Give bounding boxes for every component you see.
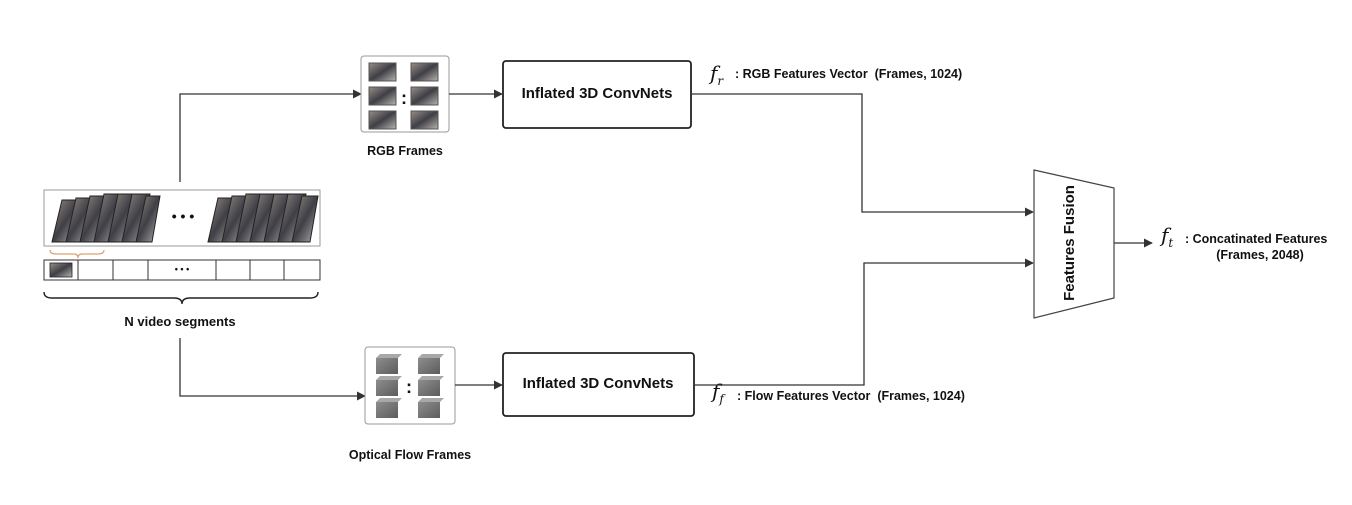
output-feature-text: : Concatinated Features (1185, 232, 1327, 246)
rgb-frame-thumbnail (368, 62, 397, 82)
flow-frames-label: Optical Flow Frames (349, 448, 471, 462)
features-fusion-block: Features Fusion (1033, 169, 1115, 319)
flow-cube (376, 398, 402, 418)
rgb-frame-thumbnail (410, 86, 439, 106)
flow-network-to-fusion-arrow (694, 258, 1034, 386)
rgb-frame-thumbnail (410, 110, 439, 130)
rgb-vertical-ellipsis: : (401, 88, 407, 108)
flow-frames-box: : (364, 346, 456, 425)
flow-feature-text: : Flow Features Vector (Frames, 1024) (737, 389, 965, 403)
svg-text:ff: ff (710, 379, 726, 406)
rgb-feature-text: : RGB Features Vector (Frames, 1024) (735, 67, 962, 81)
output-feature-shape: (Frames, 2048) (1216, 248, 1304, 262)
video-frames-right (207, 193, 319, 243)
flow-cube (418, 398, 444, 418)
flow-cube (376, 376, 402, 396)
flow-feature-label: ff : Flow Features Vector (Frames, 1024) (710, 379, 965, 406)
flow-vertical-ellipsis: : (406, 377, 412, 397)
frames-ellipsis: • • • (172, 208, 195, 224)
rgb-feature-label: fr : RGB Features Vector (Frames, 1024) (708, 61, 962, 88)
flow-network-label: Inflated 3D ConvNets (523, 375, 674, 392)
segments-to-rgb-arrow (179, 89, 362, 182)
segments-caption: N video segments (124, 314, 235, 329)
fusion-label: Features Fusion (1061, 185, 1078, 301)
output-feature-label: ft : Concatinated Features (Frames, 2048… (1159, 223, 1327, 262)
rgb-network-box: Inflated 3D ConvNets (502, 60, 692, 129)
svg-text:ft: ft (1159, 223, 1173, 250)
segments-brace (43, 291, 319, 305)
flow-cube (376, 354, 402, 374)
rgb-frames-label: RGB Frames (367, 144, 443, 158)
segments-to-flow-arrow (179, 338, 366, 401)
rgb-frame-thumbnail (368, 86, 397, 106)
flow-cube (418, 354, 444, 374)
segment-accent-bracket (49, 249, 105, 259)
segment-grid: • • • (43, 259, 321, 281)
flow-network-box: Inflated 3D ConvNets (502, 352, 695, 417)
rgb-frame-thumbnail (410, 62, 439, 82)
flow-cube (418, 376, 444, 396)
segment-thumbnail (49, 262, 73, 278)
svg-text:fr: fr (708, 61, 724, 88)
rgb-frames-box: : (360, 55, 450, 133)
video-frames-strip: • • • (43, 189, 321, 259)
rgb-network-to-fusion-arrow (691, 93, 1034, 217)
video-frames-left (51, 193, 161, 243)
rgb-frame-thumbnail (368, 110, 397, 130)
segment-grid-ellipsis: • • • (175, 264, 189, 274)
rgb-network-label: Inflated 3D ConvNets (522, 85, 673, 102)
